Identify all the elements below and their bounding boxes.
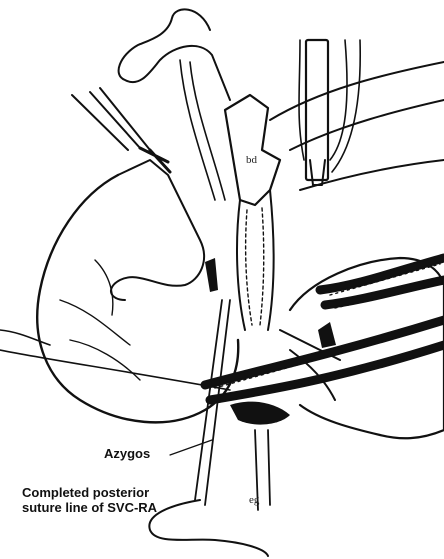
suture-wire-a <box>180 60 215 200</box>
completed-suture-label-line2: suture line of SVC-RA <box>22 501 157 514</box>
svc-dashed-suture <box>246 208 264 325</box>
cannula-wire-left <box>299 40 304 160</box>
cannula-tube <box>306 40 328 180</box>
pericardium-edge <box>270 62 444 120</box>
tag-eg: eg <box>249 495 259 506</box>
pericardium-edge-2 <box>290 100 444 150</box>
forceps-left <box>72 88 150 150</box>
suture-thread-top <box>119 9 230 100</box>
suture-wire-b <box>190 62 225 200</box>
forceps-jaw <box>140 148 170 172</box>
suture-thread-bottom <box>149 500 268 556</box>
azygos-pointer <box>170 440 212 455</box>
tag-bd: bd <box>246 155 257 166</box>
cannula-wire-right <box>330 40 347 160</box>
anastomosis-mark-3 <box>318 322 336 348</box>
cannula-tip <box>310 160 325 185</box>
atrial-appendage <box>111 160 204 300</box>
anastomosis-mark-1 <box>230 402 290 425</box>
anastomosis-mark-2 <box>205 258 218 292</box>
azygos-label: Azygos <box>104 447 150 460</box>
svc-stump <box>225 95 280 205</box>
completed-suture-label-line1: Completed posterior <box>22 486 149 499</box>
svc-body <box>237 190 274 330</box>
